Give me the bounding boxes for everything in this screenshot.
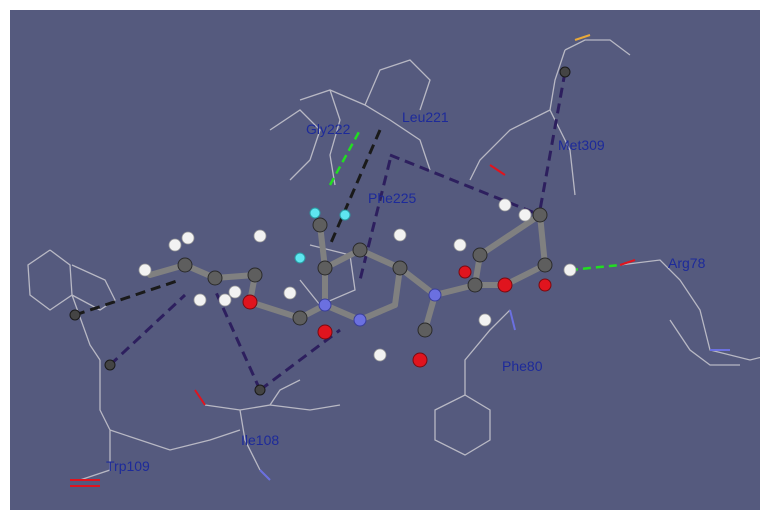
ile108-branch-2 [269,404,341,411]
c-atom [417,322,433,338]
centroid-met309 [559,66,571,78]
contact-met309-2 [389,153,541,217]
h-atom [498,198,512,212]
hydrogen-atoms [138,198,577,362]
c-atom [532,207,548,223]
met309-oxygen [489,164,506,176]
f-atom [294,252,306,264]
c-atom [177,257,193,273]
label-ile108: Ile108 [241,432,280,448]
h-atom [518,208,532,222]
gly222-chain [329,89,341,186]
n-atom [428,288,442,302]
c-atom [467,277,483,293]
label-phe225: Phe225 [368,190,417,206]
bond-5 [247,299,303,321]
c-atom [312,217,328,233]
n-atom [318,298,332,312]
h-atom [393,228,407,242]
label-gly222: Gly222 [306,121,351,137]
pi-contact-phe225 [328,129,382,246]
bond-19 [537,212,548,268]
bond-18 [477,212,543,258]
contact-met309-1 [538,71,567,211]
label-arg78: Arg78 [668,255,706,271]
o-atom [317,324,333,340]
label-leu221: Leu221 [402,109,449,125]
hydrogen-bonds [328,129,621,272]
h-atom [181,231,195,245]
leu221-branch [364,59,431,111]
pi-contact-trp109 [74,278,181,317]
contact-trp109 [108,293,187,367]
contact-centroids [69,66,571,396]
centroid-ile108 [254,384,266,396]
o-atom [242,294,258,310]
c-atom [247,267,263,283]
h-atom [283,286,297,300]
h-atom [193,293,207,307]
ile108-oxygen [194,389,206,406]
nitrogen-atoms [318,288,442,327]
label-met309: Met309 [558,137,605,153]
h-atom [478,313,492,327]
phe80-nitrogen [509,309,516,331]
molecule-viewport[interactable]: Gly222 Leu221 Met309 Phe225 Arg78 Phe80 … [10,10,760,510]
carbon-atoms [177,207,553,338]
ile108-nitrogen [259,469,271,481]
f-atom [309,207,321,219]
pi-contacts [74,129,382,317]
c-atom [537,257,553,273]
ile108-branch [239,409,261,471]
c-atom [392,260,408,276]
trp109-link [109,429,241,451]
c-atom [352,242,368,258]
centroid-trp109-a [69,309,81,321]
arg78-branch [669,319,740,366]
ligand-atoms [138,198,577,368]
o-atom [458,265,472,279]
hydrophobic-contacts [108,71,567,392]
h-atom [218,293,232,307]
h-atom [168,238,182,252]
contact-phe225 [358,159,392,281]
h-atom [253,229,267,243]
h-atom [563,263,577,277]
met309-sulfur [574,34,591,41]
centroid-trp109-b [104,359,116,371]
phe225-ring-a [269,109,321,181]
hbond-arg78 [569,263,621,272]
h-atom [373,348,387,362]
h-atom [228,285,242,299]
trp109-ring-1 [27,249,73,311]
met309-branch [469,109,551,181]
c-atom [317,260,333,276]
arg78-oxygen [619,259,636,266]
residue-accents [70,34,730,487]
h-atom [453,238,467,252]
trp109-ring-2 [71,264,116,311]
arg78-chain [619,259,760,361]
hbond-gly222 [328,129,362,186]
o-atom [497,277,513,293]
oxygen-atoms [242,265,552,368]
phe80-chain [464,309,511,395]
h-atom [138,263,152,277]
o-atom [538,278,552,292]
c-atom [292,310,308,326]
f-atom [339,209,351,221]
c-atom [472,247,488,263]
fluorine-atoms [294,207,351,264]
c-atom [207,270,223,286]
phe225-ring-b [299,244,356,306]
label-phe80: Phe80 [502,358,543,374]
contact-ile108-1 [259,328,341,392]
molecular-scene [10,10,760,510]
o-atom [412,352,428,368]
met309-top [564,39,631,56]
label-trp109: Trp109 [106,458,150,474]
leu221-chain [299,89,431,171]
n-atom [353,313,367,327]
contact-ile108-2 [213,289,262,391]
